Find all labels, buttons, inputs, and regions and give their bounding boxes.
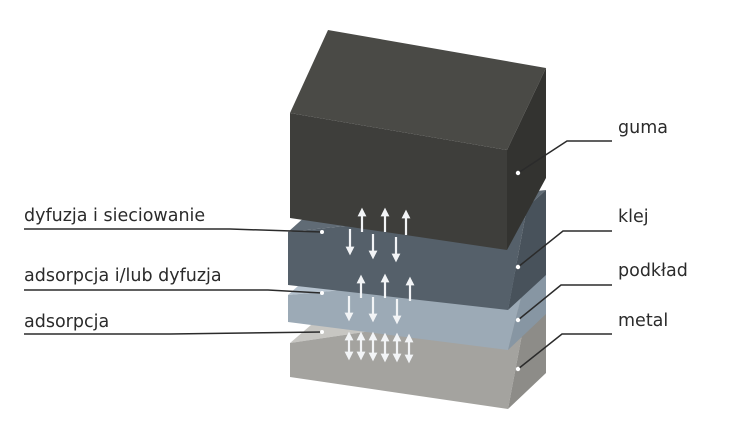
leader-dot bbox=[320, 330, 324, 334]
leader-dot bbox=[320, 230, 324, 234]
leader-podklad bbox=[517, 284, 612, 321]
adhesive-side-face bbox=[508, 190, 546, 310]
leader-klej bbox=[517, 230, 612, 268]
adsorption-diffusion-arrows bbox=[344, 273, 415, 325]
rubber-side-face bbox=[507, 68, 546, 250]
adsorption-arrows bbox=[344, 331, 414, 364]
label-rubber: guma bbox=[618, 118, 668, 138]
leader-metal bbox=[517, 333, 612, 370]
left-leader-lines bbox=[24, 228, 324, 335]
leader-dyfuzja bbox=[24, 228, 323, 233]
right-leader-lines bbox=[515, 140, 612, 372]
leader-dot bbox=[515, 264, 521, 270]
leader-adsorpcja-dyfuzja bbox=[24, 289, 323, 294]
rubber-top-face bbox=[290, 30, 546, 150]
leader-dot bbox=[515, 317, 521, 323]
diffusion-crosslinking-arrows bbox=[345, 207, 411, 263]
label-metal: metal bbox=[618, 311, 669, 331]
label-diffusion-crosslinking: dyfuzja i sieciowanie bbox=[24, 206, 206, 226]
label-primer: podkład bbox=[618, 261, 688, 281]
label-adsorption-or-diffusion: adsorpcja i/lub dyfuzja bbox=[24, 266, 222, 286]
leader-dot bbox=[320, 291, 324, 295]
leader-guma bbox=[517, 140, 612, 174]
label-adsorption: adsorpcja bbox=[24, 312, 110, 332]
rubber-block bbox=[290, 30, 546, 250]
label-adhesive: klej bbox=[618, 207, 649, 227]
rubber-front-face bbox=[290, 113, 507, 250]
leader-adsorpcja bbox=[24, 331, 323, 335]
leader-dot bbox=[515, 366, 521, 372]
leader-dot bbox=[515, 170, 521, 176]
